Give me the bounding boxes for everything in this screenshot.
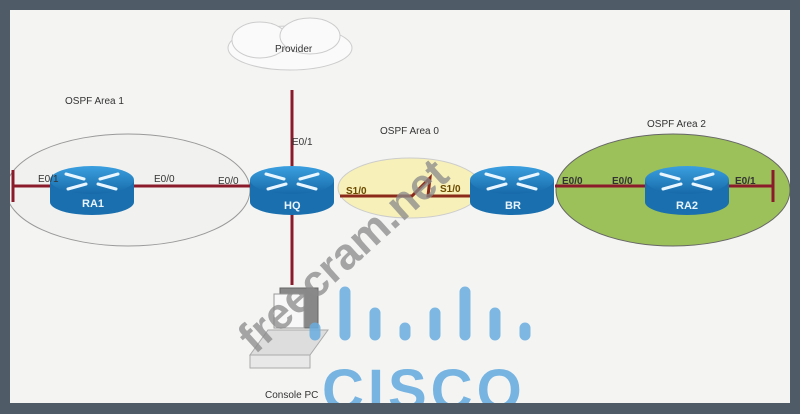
provider-cloud <box>227 17 353 71</box>
cisco-logo <box>309 286 531 341</box>
interface-label: E0/1 <box>292 137 313 148</box>
cisco-logo-text: CISCO <box>322 358 526 403</box>
interface-label: S1/0 <box>346 186 367 197</box>
interface-label: E0/1 <box>38 174 59 185</box>
interface-label: E0/0 <box>154 174 175 185</box>
router-ra1-label: RA1 <box>82 198 104 210</box>
area1-label: OSPF Area 1 <box>65 96 124 107</box>
interface-label: E0/0 <box>562 176 583 187</box>
router-ra2-label: RA2 <box>676 200 698 212</box>
interface-label: E0/0 <box>612 176 633 187</box>
interface-label: E0/1 <box>735 176 756 187</box>
router-br-label: BR <box>505 200 521 212</box>
area0-label: OSPF Area 0 <box>380 126 439 137</box>
network-topology-diagram: Provider RA1 HQ BR RA2 OSPF Area 1 OSPF … <box>10 10 790 403</box>
router-hq-label: HQ <box>284 200 301 212</box>
area2-label: OSPF Area 2 <box>647 119 706 130</box>
interface-label: S1/0 <box>440 184 461 195</box>
console-pc-label: Console PC <box>265 390 318 401</box>
console-pc-icon <box>249 287 329 369</box>
interface-label: E0/0 <box>218 176 239 187</box>
provider-label: Provider <box>275 44 313 55</box>
